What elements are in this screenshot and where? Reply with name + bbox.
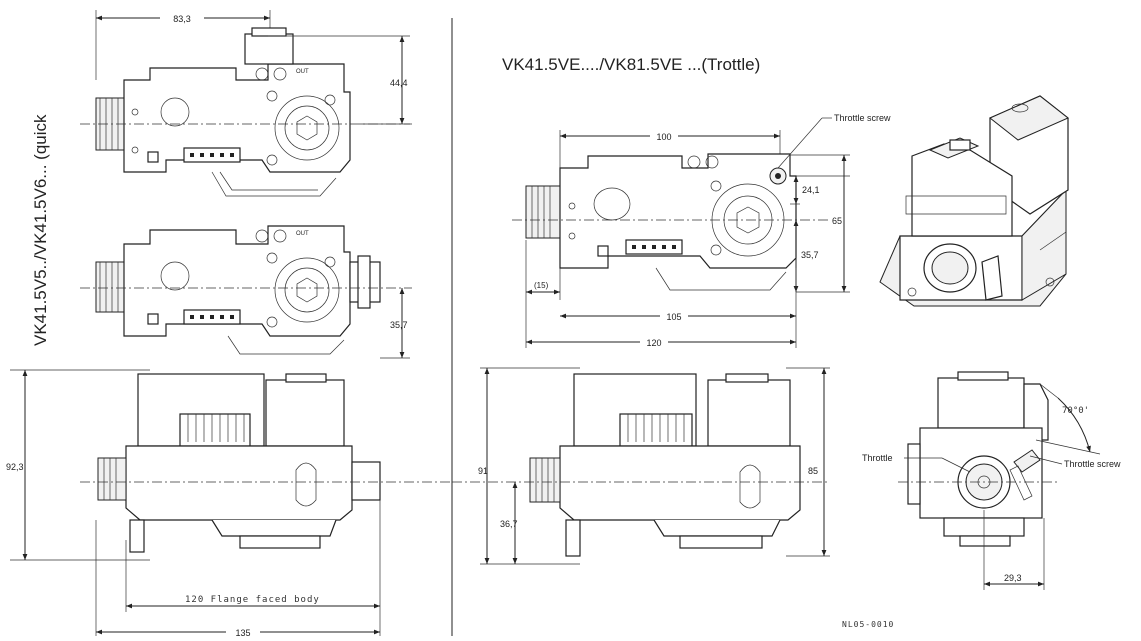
dim-label-105: 105 — [666, 312, 681, 322]
dim-label-120: 120 — [646, 338, 661, 348]
valve-isometric-view — [879, 95, 1069, 307]
valve-front-view-right: 91 36,7 85 — [452, 367, 830, 565]
dim-label-65: 65 — [832, 216, 842, 226]
right-title: VK41.5VE..../VK81.5VE ...(Trottle) — [502, 55, 760, 74]
svg-text:OUT: OUT — [296, 69, 309, 75]
angle-label: 70°0' — [1062, 406, 1089, 416]
valve-top-view-1: 83,3 OUT 44,4 — [80, 10, 412, 197]
valve-top-view-2: OUT 35,7 — [80, 225, 412, 359]
callout-throttle: Throttle — [862, 453, 893, 463]
angle-arc — [1057, 397, 1091, 453]
dim-label-85: 85 — [808, 466, 818, 476]
callout-throttle-screw-side: Throttle screw — [1064, 459, 1121, 469]
flange-label: 120 Flange faced body — [185, 595, 320, 605]
valve-front-view-left: 92,3 120 Flange faced body 135 — [6, 369, 450, 638]
dim-label-44-4: 44,4 — [390, 78, 408, 88]
dim-label-15: (15) — [534, 281, 549, 290]
dim-label-91: 91 — [478, 466, 488, 476]
dim-label-100: 100 — [656, 132, 671, 142]
dim-label-135: 135 — [235, 628, 250, 638]
callout-throttle-screw-top: Throttle screw — [834, 113, 891, 123]
svg-text:OUT: OUT — [296, 231, 309, 237]
dim-label-29-3: 29,3 — [1004, 573, 1022, 583]
dim-label-35-7-left: 35,7 — [390, 320, 408, 330]
valve-top-view-throttle: 100 Throttle screw — [512, 113, 891, 348]
dim-label-92-3: 92,3 — [6, 462, 24, 472]
dim-label-36-7: 36,7 — [500, 519, 518, 529]
left-vertical-title: VK41.5V5../VK41.5V6... (quick — [31, 114, 50, 346]
dim-label-24-1: 24,1 — [802, 185, 820, 195]
dim-label-35-7-right: 35,7 — [801, 250, 819, 260]
dim-label-83-3: 83,3 — [173, 14, 191, 24]
drawing-code: NL05-0010 — [842, 620, 894, 629]
valve-side-view: Throttle Throttle screw 70°0' 29,3 — [862, 371, 1121, 590]
